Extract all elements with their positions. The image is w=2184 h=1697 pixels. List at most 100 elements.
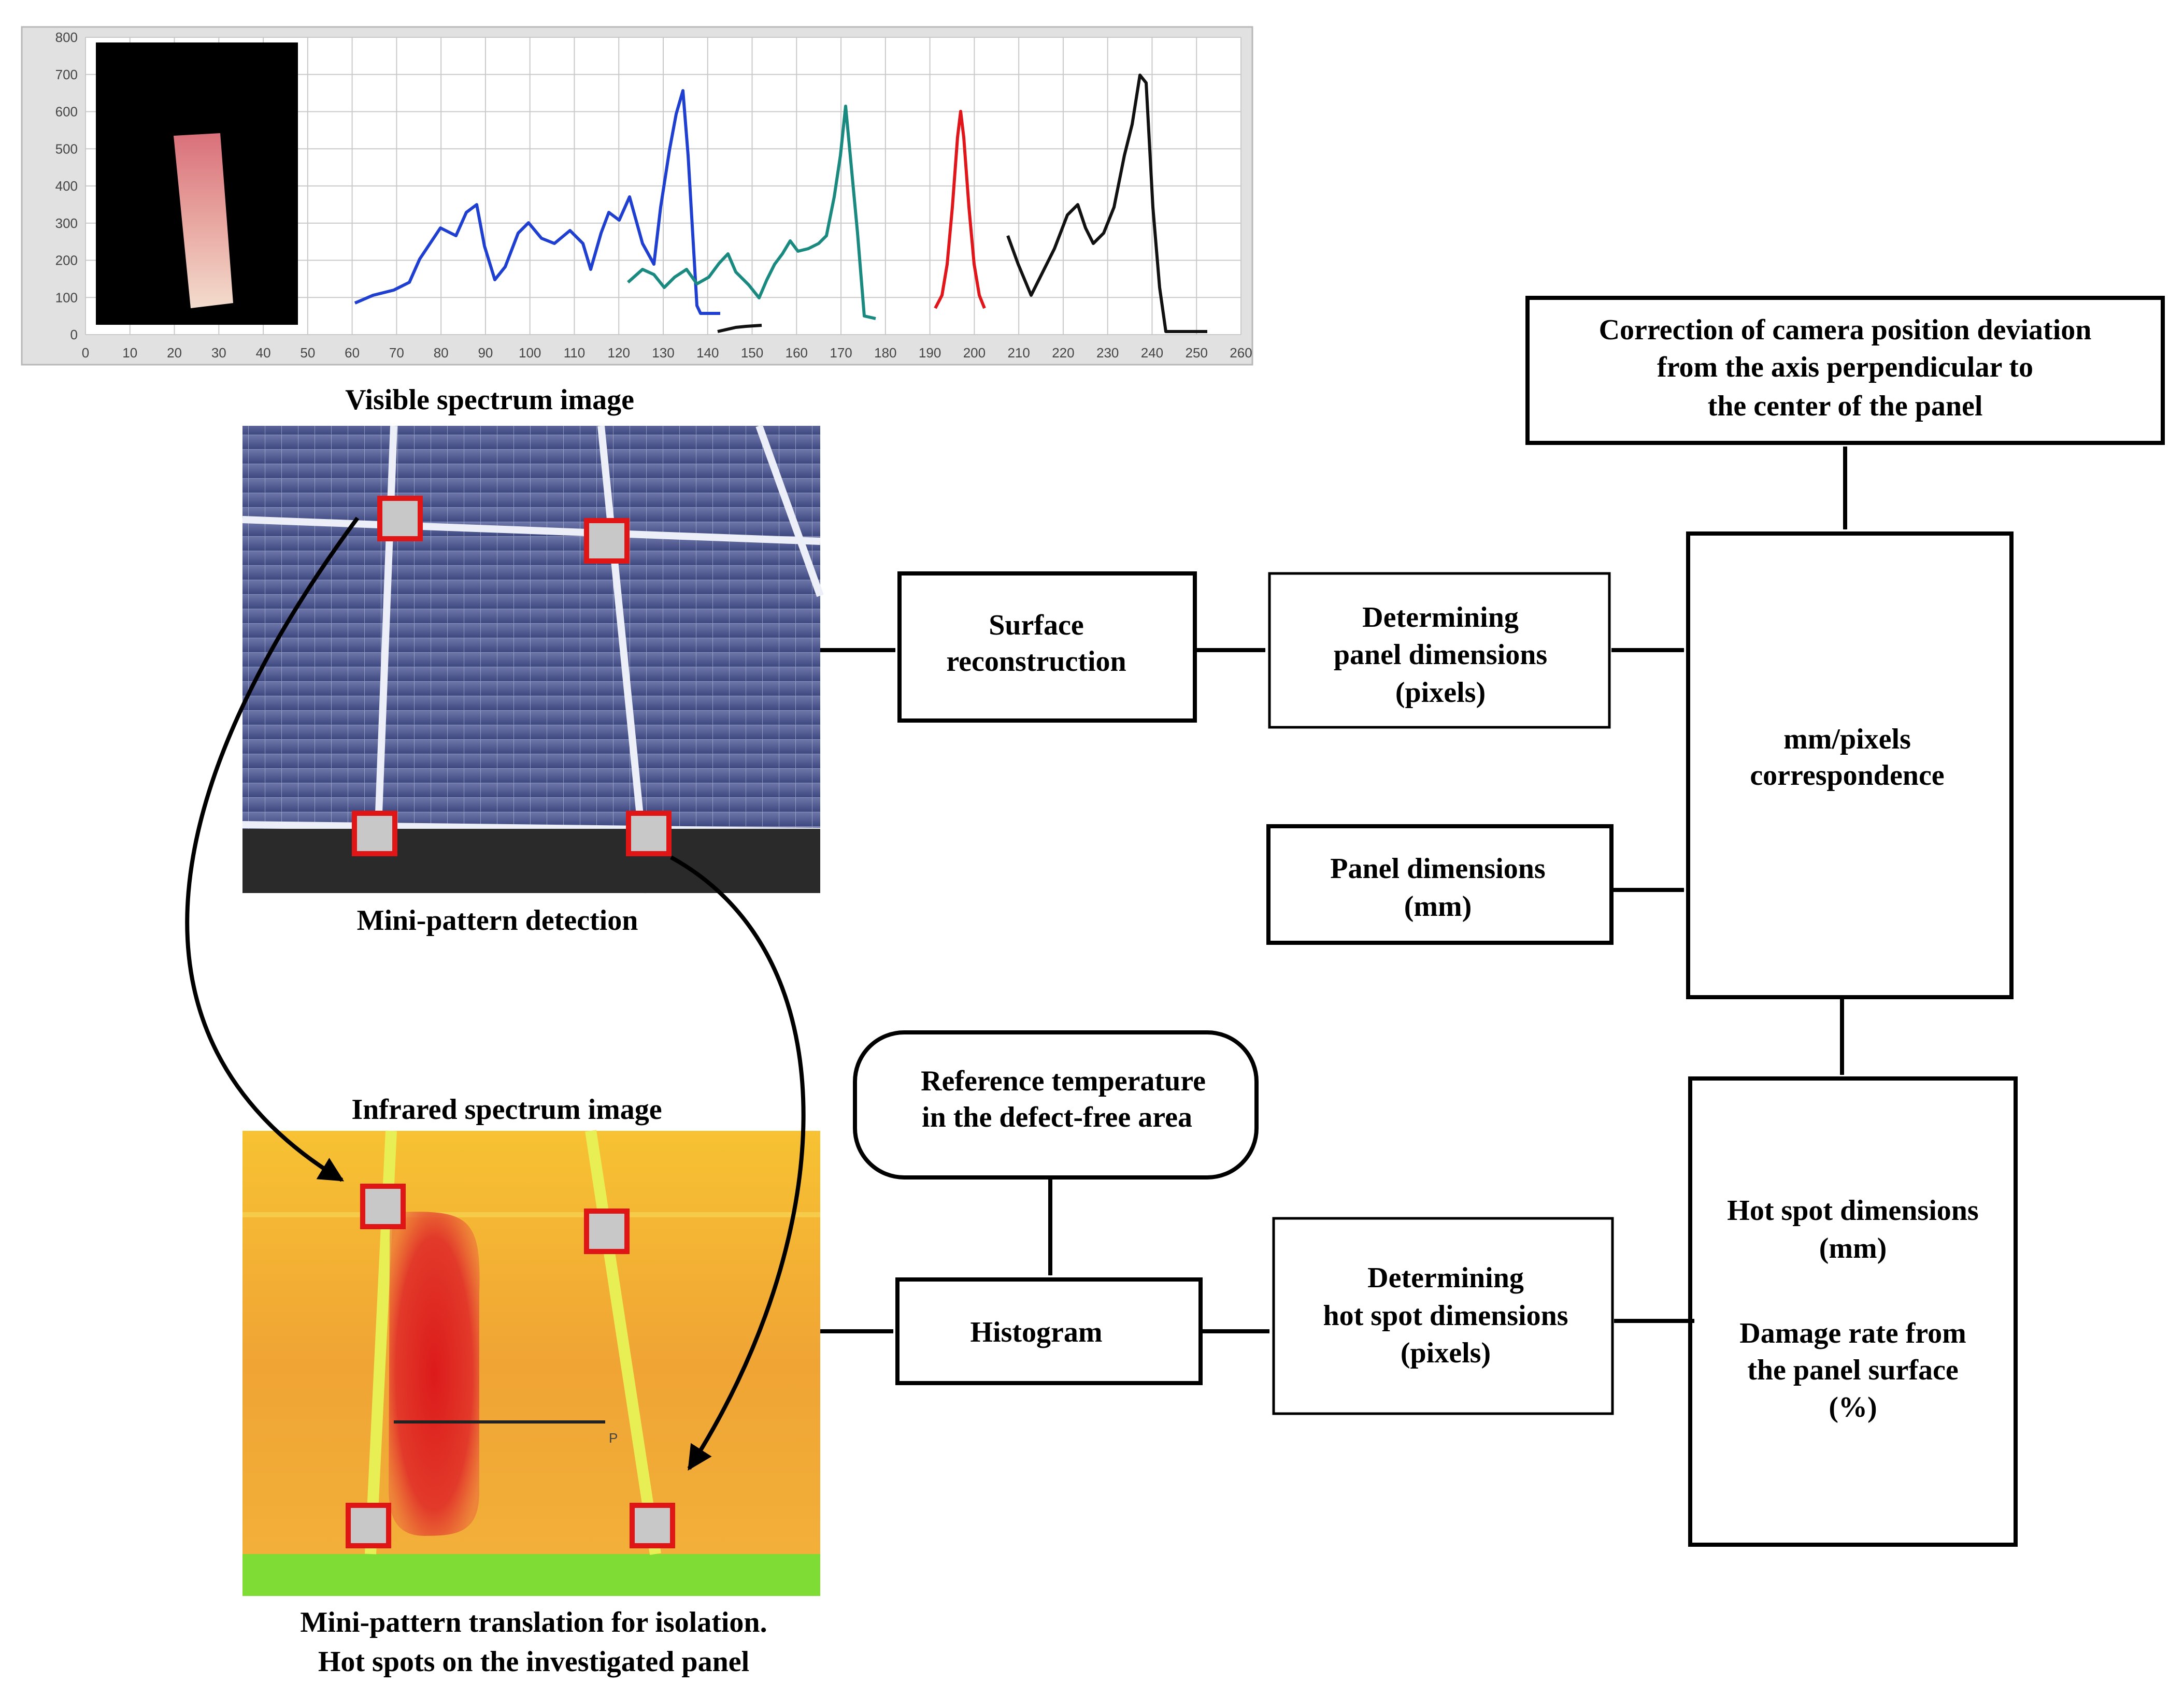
x-tick-label: 160 <box>786 345 808 361</box>
hot-spot-region <box>389 1212 480 1536</box>
x-tick-label: 180 <box>874 345 896 361</box>
x-tick-label: 240 <box>1141 345 1163 361</box>
spectrum-trace-blue <box>354 89 720 315</box>
y-tick-label: 600 <box>55 104 78 120</box>
y-tick-label: 800 <box>55 30 78 45</box>
x-tick-label: 190 <box>919 345 941 361</box>
x-tick-label: 80 <box>434 345 449 361</box>
panel-dimensions-pixels-line3: (pixels) <box>1395 677 1486 709</box>
caption-translation-line1: Mini-pattern translation for isolation. <box>300 1606 767 1638</box>
x-tick-label: 120 <box>608 345 630 361</box>
output-line5: the panel surface <box>1747 1354 1959 1386</box>
x-tick-label: 20 <box>167 345 182 361</box>
y-axis-ticks: 800 700 600 500 400 300 200 100 0 <box>55 30 78 342</box>
reference-temperature-box <box>853 1030 1259 1180</box>
mini-pattern-marker <box>377 496 423 541</box>
camera-correction-line2: from the axis perpendicular to <box>1657 351 2033 383</box>
x-tick-label: 170 <box>830 345 852 361</box>
measurement-marker-label: P <box>609 1430 618 1446</box>
camera-correction-line1: Correction of camera position deviation <box>1599 314 2092 346</box>
mini-pattern-marker <box>346 1503 391 1548</box>
spectrum-trace-black-small <box>717 324 762 333</box>
y-tick-label: 100 <box>55 290 78 305</box>
mm-pixels-correspondence-box <box>1686 531 2014 999</box>
x-tick-label: 260 <box>1230 345 1252 361</box>
mini-pattern-marker <box>626 811 672 856</box>
caption-infrared: Infrared spectrum image <box>351 1094 662 1126</box>
x-tick-label: 100 <box>519 345 541 361</box>
reference-temperature-line1: Reference temperature <box>921 1065 1206 1097</box>
x-tick-label: 150 <box>741 345 763 361</box>
translation-arrow-right <box>670 855 806 1471</box>
histogram-label: Histogram <box>970 1316 1102 1348</box>
caption-translation-line2: Hot spots on the investigated panel <box>318 1646 749 1678</box>
spectrum-trace-red <box>934 110 986 309</box>
spectrum-series <box>354 74 1207 333</box>
y-tick-label: 400 <box>55 178 78 194</box>
y-tick-label: 700 <box>55 67 78 82</box>
spectrum-trace-teal <box>627 105 876 320</box>
panel-dimensions-mm-line1: Panel dimensions <box>1330 853 1545 885</box>
pv-panel-cells <box>242 426 820 893</box>
hot-spot-pixels-line2: hot spot dimensions <box>1323 1300 1568 1332</box>
x-tick-label: 140 <box>696 345 719 361</box>
x-tick-label: 130 <box>652 345 674 361</box>
visible-spectrum-photo <box>242 424 824 894</box>
panel-dimensions-mm-line2: (mm) <box>1404 890 1472 923</box>
camera-correction-line3: the center of the panel <box>1708 390 1983 422</box>
panel-dimensions-pixels-line1: Determining <box>1362 601 1519 634</box>
mini-pattern-marker <box>352 811 397 856</box>
infrared-spectrum-photo: P <box>242 1130 820 1596</box>
ir-background <box>242 1131 820 1596</box>
ir-ground-band <box>242 1554 820 1596</box>
flow-arrows <box>820 447 1847 1333</box>
output-line6: (%) <box>1829 1391 1877 1423</box>
x-tick-label: 60 <box>345 345 360 361</box>
mini-pattern-marker <box>360 1184 406 1229</box>
x-tick-label: 210 <box>1007 345 1030 361</box>
hot-spot-pixels-line1: Determining <box>1367 1262 1524 1294</box>
panel-dimensions-pixels-line2: panel dimensions <box>1334 639 1547 671</box>
x-tick-label: 0 <box>82 345 89 361</box>
y-tick-label: 300 <box>55 215 78 231</box>
x-tick-label: 250 <box>1186 345 1208 361</box>
output-line1: Hot spot dimensions <box>1727 1195 1978 1227</box>
hot-spot-dimensions-pixels-box <box>1272 1217 1614 1415</box>
caption-mini-pattern: Mini-pattern detection <box>357 904 638 937</box>
x-tick-label: 220 <box>1052 345 1074 361</box>
hot-spot-pixels-line3: (pixels) <box>1401 1337 1491 1369</box>
histogram-box <box>895 1277 1203 1385</box>
x-tick-label: 110 <box>564 345 585 361</box>
output-line2: (mm) <box>1819 1232 1887 1264</box>
surface-reconstruction-line2: reconstruction <box>946 645 1126 678</box>
correspondence-line1: mm/pixels <box>1783 723 1911 755</box>
correspondence-line2: correspondence <box>1750 759 1944 792</box>
x-tick-label: 30 <box>211 345 226 361</box>
mini-pattern-marker <box>584 1209 630 1254</box>
x-tick-label: 230 <box>1096 345 1119 361</box>
reference-temperature-line2: in the defect-free area <box>922 1101 1192 1133</box>
x-tick-label: 90 <box>478 345 493 361</box>
sample-strip <box>174 133 233 308</box>
ir-row-band <box>242 1212 820 1217</box>
y-tick-label: 0 <box>70 327 78 342</box>
y-tick-label: 200 <box>55 253 78 268</box>
translation-arrow-left <box>185 516 360 1182</box>
mini-pattern-marker <box>584 518 630 564</box>
mini-pattern-marker <box>630 1503 675 1548</box>
spectrum-trace-black <box>1006 74 1207 333</box>
y-tick-label: 500 <box>55 141 78 156</box>
caption-visible: Visible spectrum image <box>345 384 634 416</box>
hot-spot-output-box <box>1688 1076 2018 1547</box>
x-tick-label: 200 <box>963 345 986 361</box>
x-tick-label: 40 <box>256 345 271 361</box>
surface-reconstruction-box <box>897 571 1197 723</box>
x-tick-label: 10 <box>122 345 137 361</box>
x-tick-label: 70 <box>389 345 404 361</box>
panel-edge-shadow <box>242 829 820 893</box>
output-line4: Damage rate from <box>1739 1317 1966 1349</box>
